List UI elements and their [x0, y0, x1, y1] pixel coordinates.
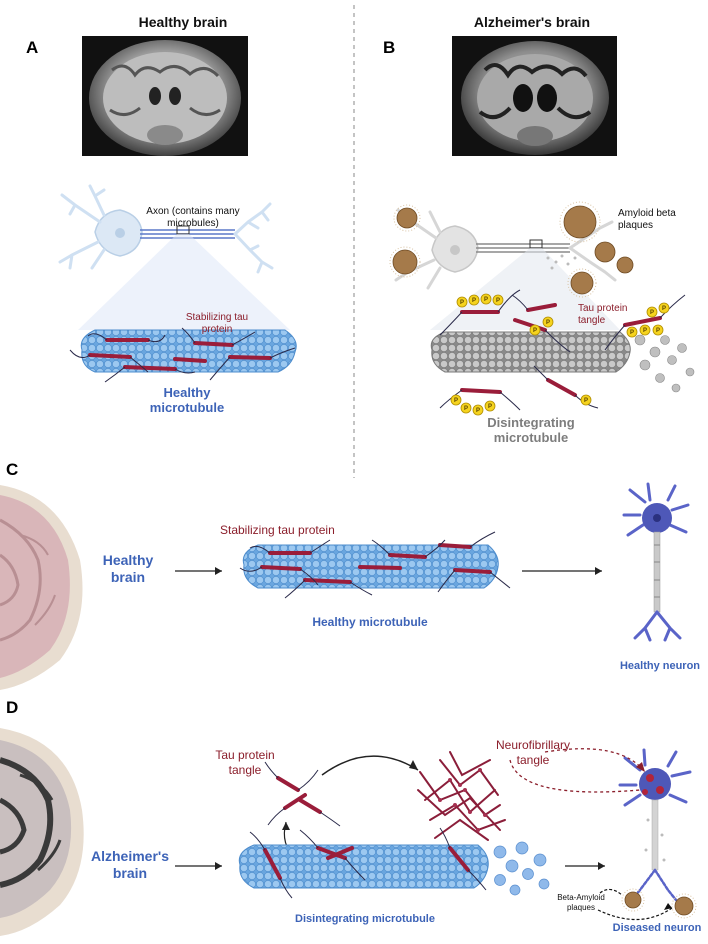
diseased-neuron-label-d: Diseased neuron: [612, 922, 702, 934]
nft-label-d: Neurofibrillary tangle: [495, 738, 571, 767]
healthy-microtubule-label-c: Healthy microtubule: [312, 615, 428, 629]
tau-label-c: Stabilizing tau protein: [220, 523, 335, 537]
tau-label-a: Stabilizing tau protein: [185, 312, 249, 335]
tau-tangle-label-b: Tau protein tangle: [578, 303, 628, 326]
svg-text:P: P: [650, 310, 654, 316]
plaque-label-d: Beta-Amyloid plaques: [557, 893, 605, 912]
svg-text:P: P: [656, 328, 660, 334]
svg-text:P: P: [546, 320, 550, 326]
svg-text:P: P: [472, 298, 476, 304]
healthy-neuron-label-c: Healthy neuron: [619, 660, 701, 672]
alzheimers-brain-label-d: Alzheimer's brain: [90, 848, 170, 881]
svg-text:P: P: [464, 406, 468, 412]
disintegrating-microtubule-label-b: Disintegrating microtubule: [487, 415, 575, 445]
svg-text:P: P: [484, 297, 488, 303]
axon-label: Axon (contains many microbules): [146, 206, 240, 229]
panel-letter-a: A: [26, 38, 39, 57]
panel-letter-d: D: [6, 698, 19, 717]
svg-text:P: P: [630, 330, 634, 336]
panel-b-title: Alzheimer's brain: [473, 14, 591, 30]
svg-text:P: P: [476, 408, 480, 414]
svg-text:P: P: [488, 404, 492, 410]
disintegrating-microtubule-label-d: Disintegrating microtubule: [295, 913, 435, 925]
svg-text:P: P: [454, 398, 458, 404]
tau-tangle-label-d: Tau protein tangle: [215, 748, 275, 777]
healthy-brain-label-c: Healthy brain: [102, 552, 154, 585]
panel-letter-b: B: [383, 38, 396, 57]
panel-letter-c: C: [6, 460, 19, 479]
svg-text:P: P: [496, 298, 500, 304]
panel-a-title: Healthy brain: [138, 14, 228, 30]
svg-text:P: P: [643, 328, 647, 334]
svg-text:P: P: [533, 328, 537, 334]
svg-text:P: P: [584, 398, 588, 404]
healthy-microtubule-label-a: Healthy microtubule: [149, 385, 225, 415]
svg-text:P: P: [662, 306, 666, 312]
amyloid-plaques-label-b: Amyloid beta plaques: [618, 208, 676, 231]
svg-text:P: P: [460, 300, 464, 306]
